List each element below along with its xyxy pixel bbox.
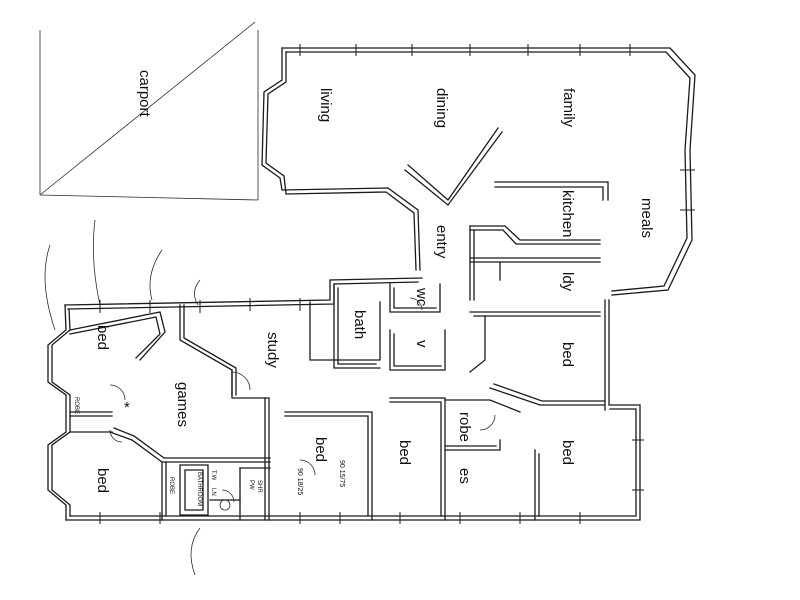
carport-area bbox=[39, 21, 259, 201]
annotation-a: T.W bbox=[210, 470, 216, 481]
bed-top-left-label: bed bbox=[94, 325, 111, 350]
bed-center-label: bed bbox=[396, 440, 413, 465]
es-label: es bbox=[456, 468, 473, 484]
kitchen-label: kitchen bbox=[559, 190, 576, 238]
study-label: study bbox=[264, 332, 281, 368]
annotation-c: PW bbox=[248, 480, 254, 490]
bed-bottom-left-label: bed bbox=[94, 468, 111, 493]
bath-label: bath bbox=[351, 310, 368, 339]
games-label: games bbox=[174, 382, 191, 427]
bedroom-wing-walls bbox=[47, 277, 641, 521]
robe-label: robe bbox=[456, 412, 473, 442]
bed-right-top-label: bed bbox=[559, 342, 576, 367]
door-swings bbox=[109, 297, 496, 511]
window-ticks bbox=[99, 44, 695, 524]
living-wing-walls bbox=[261, 47, 696, 301]
living-label: living bbox=[317, 88, 334, 122]
ldy-label: ldy bbox=[559, 272, 576, 292]
wc-label: wc bbox=[413, 287, 430, 307]
dining-label: dining bbox=[433, 88, 450, 128]
bathroom-small-label: BATHROOM bbox=[196, 472, 202, 506]
entry-label: entry bbox=[433, 225, 450, 259]
annotation-b: LN bbox=[210, 488, 216, 496]
annotation-d: SHR bbox=[256, 480, 262, 493]
robe-small-top-label: ROBE bbox=[73, 397, 79, 414]
carport-label: carport bbox=[136, 70, 153, 118]
star-marker: * bbox=[124, 399, 130, 416]
family-label: family bbox=[560, 88, 577, 128]
dimension-b: 90 18/25 bbox=[296, 468, 303, 495]
bed-center-left-label: bed bbox=[312, 437, 329, 462]
annotation-arrows bbox=[44, 219, 201, 576]
dimension-a: 90 15/75 bbox=[338, 460, 345, 487]
bed-right-bottom-label: bed bbox=[559, 440, 576, 465]
robe-small-bottom-label: ROBE bbox=[168, 477, 174, 494]
meals-label: meals bbox=[638, 198, 655, 238]
v-label: v bbox=[413, 340, 430, 348]
